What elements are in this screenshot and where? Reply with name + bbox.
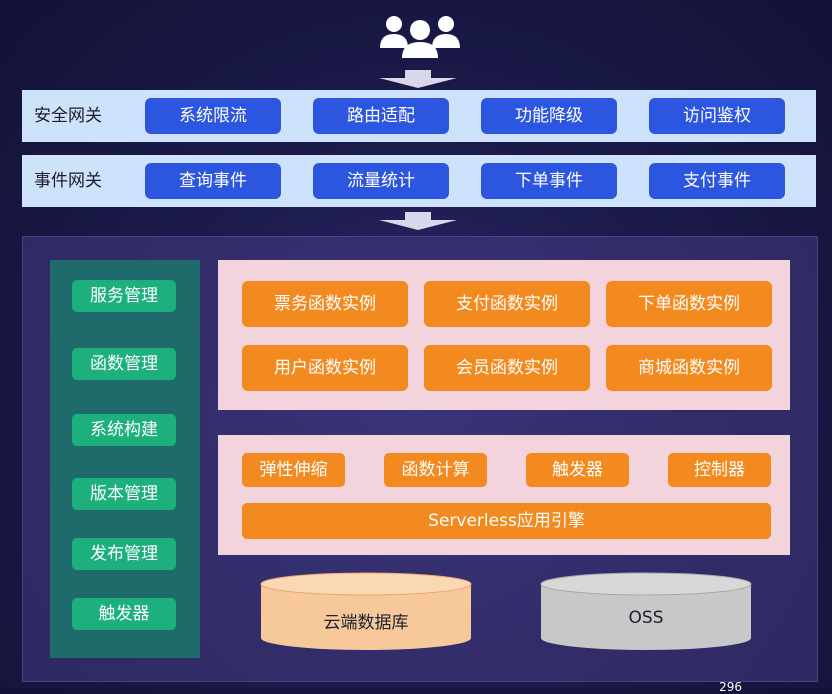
oss-label: OSS: [628, 608, 664, 628]
trigger-block[interactable]: 触发器: [526, 453, 629, 487]
function-compute-block[interactable]: 函数计算: [384, 453, 487, 487]
version-management-button[interactable]: 版本管理: [72, 478, 176, 510]
controller-block[interactable]: 控制器: [668, 453, 771, 487]
rate-limit-button[interactable]: 系统限流: [145, 98, 281, 134]
routing-button[interactable]: 路由适配: [313, 98, 449, 134]
member-function-instance[interactable]: 会员函数实例: [424, 345, 590, 391]
security-gateway-label: 安全网关: [34, 106, 102, 126]
user-function-instance[interactable]: 用户函数实例: [242, 345, 408, 391]
security-gateway-bar: 安全网关 系统限流 路由适配 功能降级 访问鉴权: [22, 90, 816, 142]
degrade-button[interactable]: 功能降级: [481, 98, 617, 134]
function-management-button[interactable]: 函数管理: [72, 348, 176, 380]
serverless-engine-panel: 弹性伸缩 函数计算 触发器 控制器 Serverless应用引擎: [218, 435, 790, 555]
down-arrow-icon: [379, 70, 457, 88]
ticket-function-instance[interactable]: 票务函数实例: [242, 281, 408, 327]
order-function-instance[interactable]: 下单函数实例: [606, 281, 772, 327]
cloud-database-label: 云端数据库: [323, 613, 409, 633]
payment-function-instance[interactable]: 支付函数实例: [424, 281, 590, 327]
event-gateway-label: 事件网关: [34, 171, 102, 191]
event-gateway-bar: 事件网关 查询事件 流量统计 下单事件 支付事件: [22, 155, 816, 207]
traffic-stats-button[interactable]: 流量统计: [313, 163, 449, 199]
page-number: 296: [719, 680, 742, 694]
function-instances-panel: 票务函数实例 支付函数实例 下单函数实例 用户函数实例 会员函数实例 商城函数实…: [218, 260, 790, 410]
serverless-engine-bar[interactable]: Serverless应用引擎: [242, 503, 771, 539]
release-management-button[interactable]: 发布管理: [72, 538, 176, 570]
autoscaling-block[interactable]: 弹性伸缩: [242, 453, 345, 487]
payment-event-button[interactable]: 支付事件: [649, 163, 785, 199]
trigger-button[interactable]: 触发器: [72, 598, 176, 630]
management-sidebar: 服务管理 函数管理 系统构建 版本管理 发布管理 触发器: [50, 260, 200, 658]
oss-cylinder: OSS: [540, 572, 752, 652]
down-arrow-icon: [379, 212, 457, 230]
mall-function-instance[interactable]: 商城函数实例: [606, 345, 772, 391]
service-management-button[interactable]: 服务管理: [72, 280, 176, 312]
order-event-button[interactable]: 下单事件: [481, 163, 617, 199]
query-event-button[interactable]: 查询事件: [145, 163, 281, 199]
auth-button[interactable]: 访问鉴权: [649, 98, 785, 134]
cloud-database-cylinder: 云端数据库: [260, 572, 472, 652]
system-build-button[interactable]: 系统构建: [72, 414, 176, 446]
users-group-icon: [378, 10, 462, 58]
